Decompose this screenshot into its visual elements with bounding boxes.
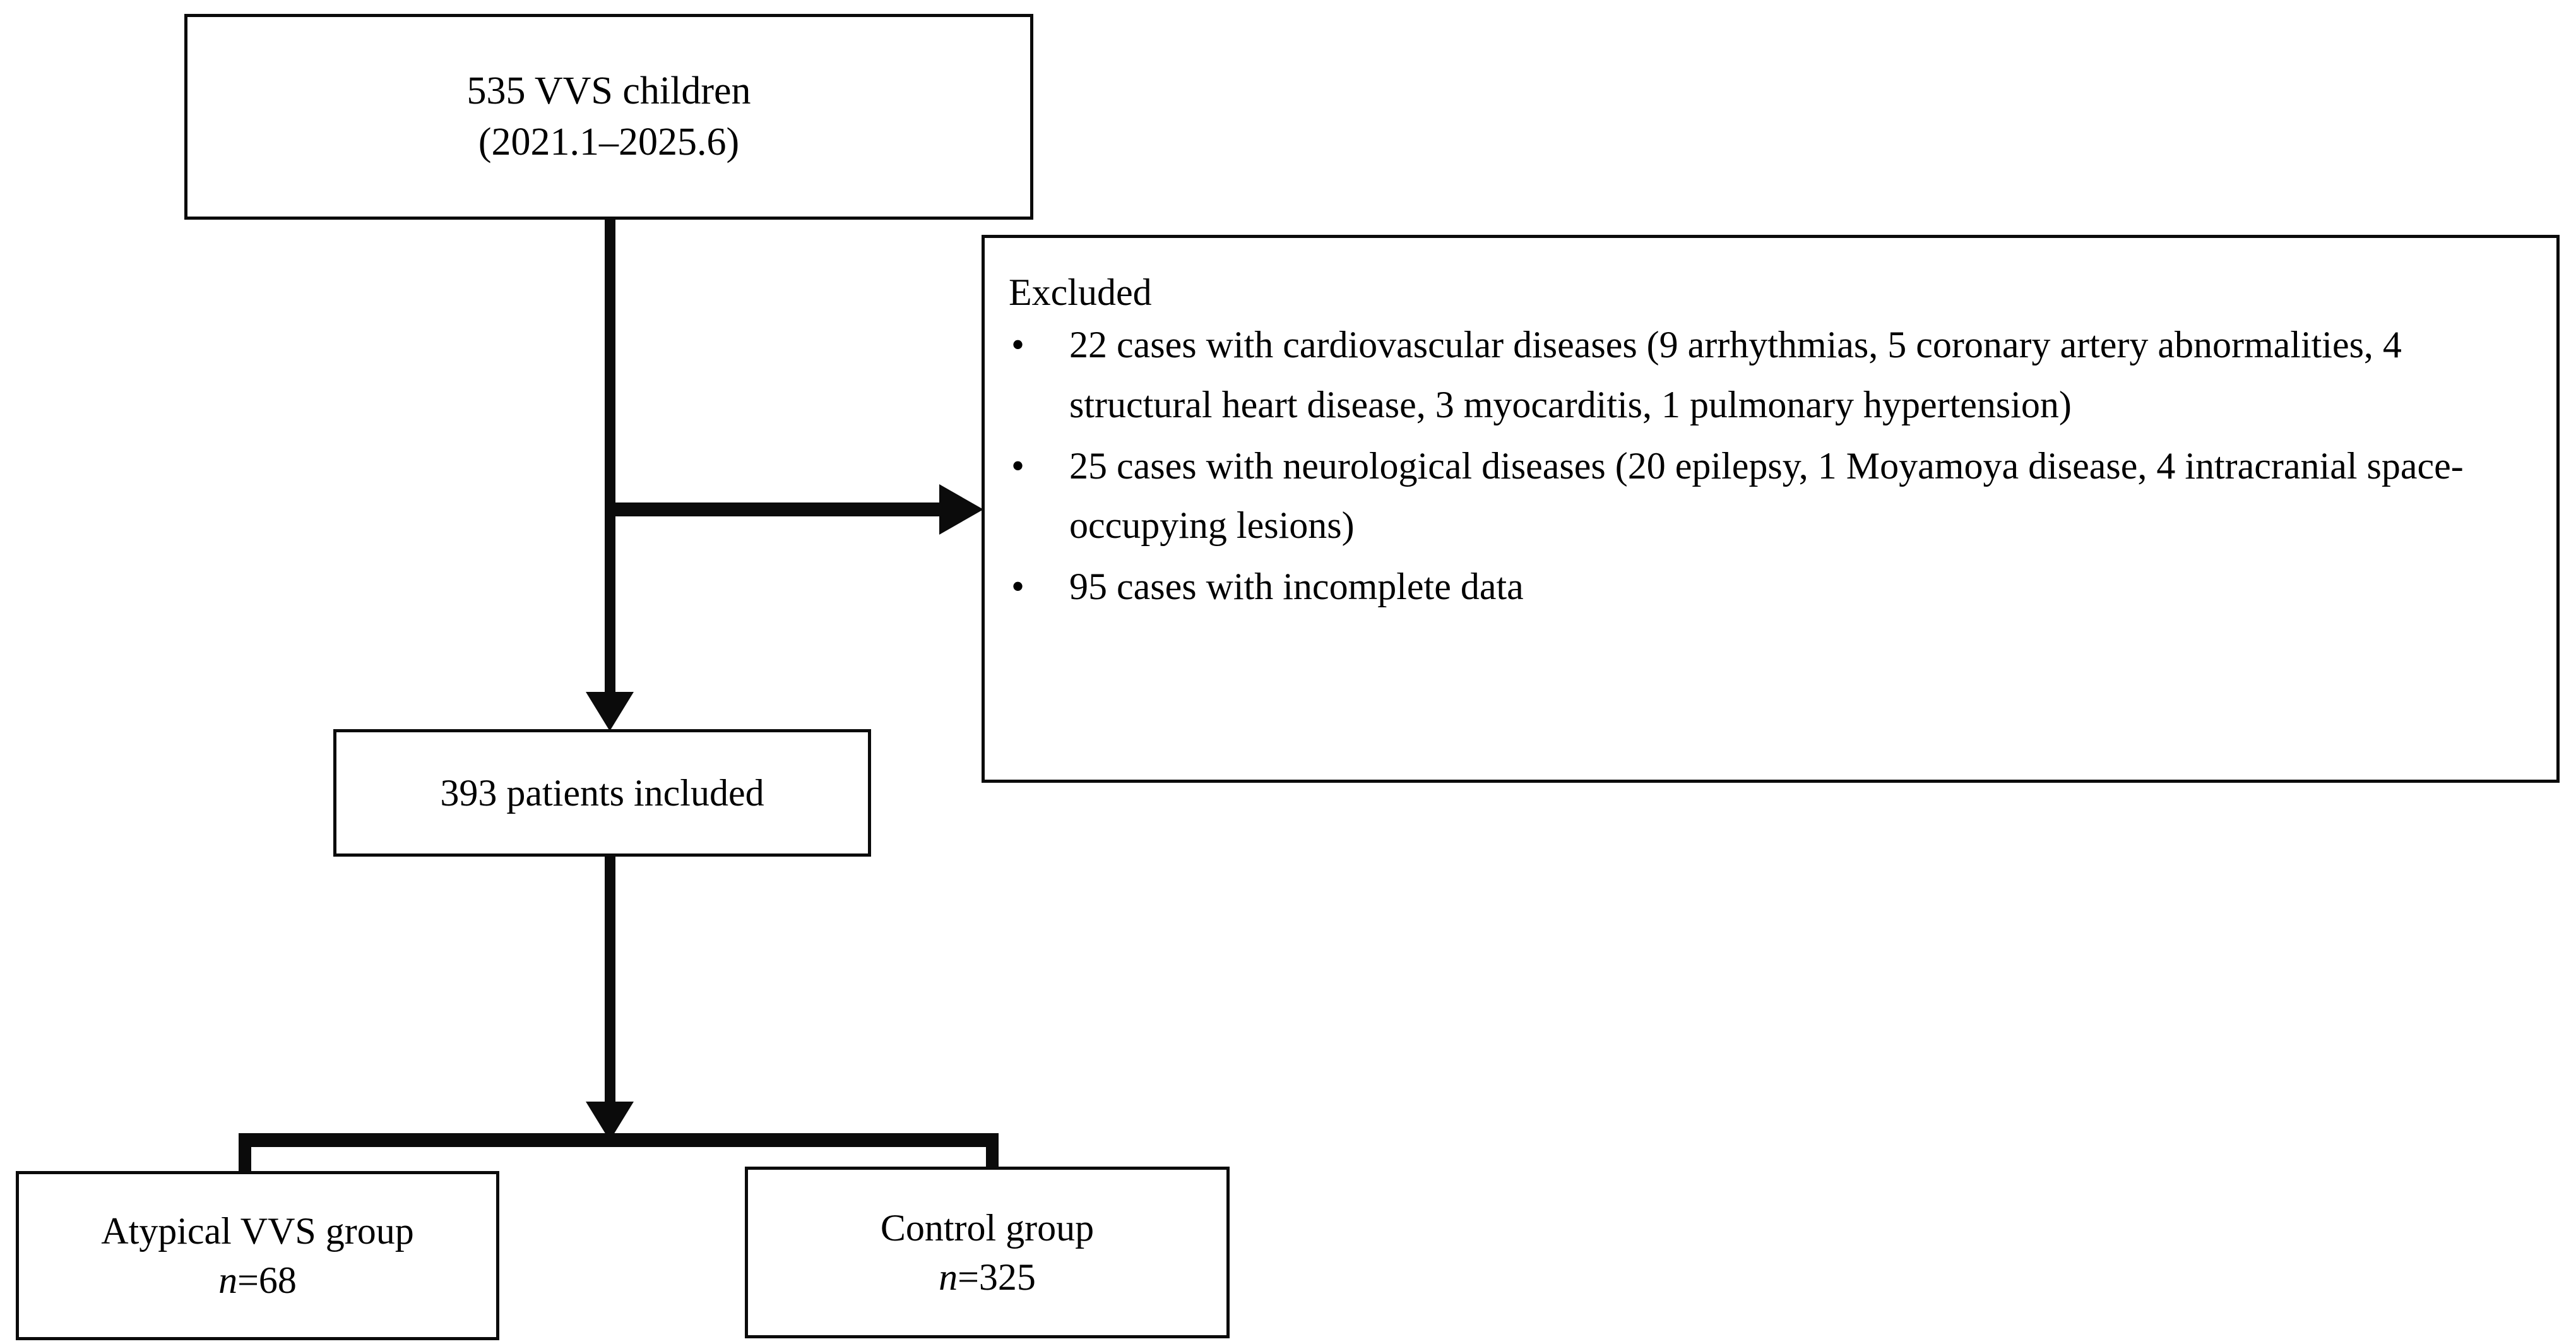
node-excluded: Excluded • 22 cases with cardiovascular … [982,235,2560,783]
connector-fork-leg-left [239,1133,251,1174]
n-symbol: n [218,1259,238,1301]
excluded-reason-text: 95 cases with incomplete data [1069,566,1524,608]
bullet-icon: • [1011,324,1025,366]
node-control-group: Control group n=325 [745,1167,1230,1338]
source-cohort-line-2: (2021.1–2025.6) [478,121,740,164]
connector-fork-leg-right [986,1133,999,1170]
node-atypical-vvs-group: Atypical VVS group n=68 [16,1171,499,1340]
connector-trunk-source-to-included [605,218,615,699]
arrow-down-icon-included [586,692,634,731]
arrow-right-icon [939,484,983,535]
excluded-title: Excluded [1009,271,1152,313]
excluded-reason-text: 22 cases with cardiovascular diseases (9… [1069,324,2402,425]
node-source-cohort: 535 VVS children (2021.1–2025.6) [184,14,1033,220]
list-item: • 25 cases with neurological diseases (2… [1006,436,2544,556]
n-value: =68 [237,1259,297,1301]
atypical-group-label: Atypical VVS group [101,1210,414,1252]
excluded-reason-text: 25 cases with neurological diseases (20 … [1069,444,2464,547]
node-included: 393 patients included [333,729,871,857]
connector-trunk-included-to-fork [605,857,615,1109]
source-cohort-line-1: 535 VVS children [466,69,751,113]
list-item: • 95 cases with incomplete data [1006,557,2544,617]
list-item: • 22 cases with cardiovascular diseases … [1006,315,2544,435]
bullet-icon: • [1011,444,1025,487]
included-label: 393 patients included [440,772,764,814]
atypical-group-count: n=68 [218,1256,297,1305]
connector-fork-bar [239,1133,999,1147]
connector-branch-to-excluded [610,503,945,516]
excluded-reason-list: • 22 cases with cardiovascular diseases … [1006,315,2544,618]
control-group-label: Control group [880,1207,1095,1249]
control-group-count: n=325 [939,1252,1036,1302]
bullet-icon: • [1011,566,1025,608]
n-value: =325 [958,1256,1036,1298]
n-symbol: n [939,1256,958,1298]
